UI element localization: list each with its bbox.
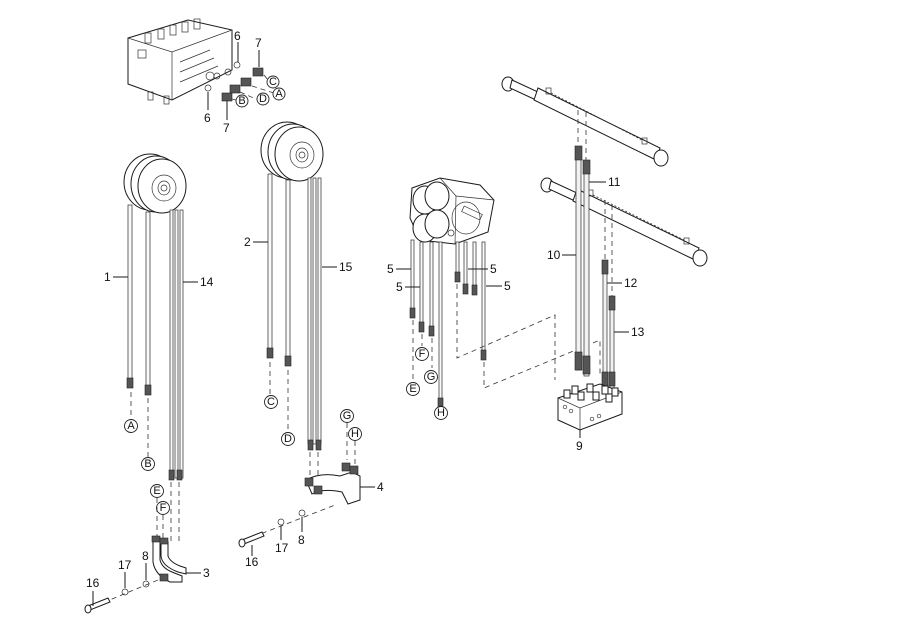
svg-text:E: E (153, 485, 160, 497)
part-label-6-bottom: 6 (204, 111, 211, 125)
svg-text:B: B (238, 95, 245, 107)
part-label-1: 1 (104, 270, 111, 284)
marker-A-top: A (272, 87, 286, 101)
marker-C: C (264, 395, 278, 409)
part-label-16-right: 16 (245, 555, 259, 569)
quad-reel-unit: 5 5 5 5 F G E H (387, 177, 601, 420)
part-label-6-top: 6 (234, 29, 241, 43)
part-label-7-top: 7 (255, 36, 262, 50)
svg-text:H: H (351, 428, 359, 440)
manifold-block: 9 (557, 383, 623, 453)
marker-E-left: E (150, 484, 164, 498)
marker-B-top: B (235, 94, 249, 108)
part-label-17-left: 17 (118, 558, 132, 572)
svg-text:F: F (160, 502, 167, 514)
svg-text:H: H (437, 407, 445, 419)
part-label-13: 13 (631, 325, 645, 339)
svg-text:C: C (267, 396, 275, 408)
part-label-4: 4 (377, 480, 384, 494)
svg-text:D: D (259, 93, 267, 105)
part-label-12: 12 (624, 276, 638, 290)
svg-text:B: B (144, 458, 151, 470)
marker-D-top: D (256, 92, 270, 106)
cylinder-lower (540, 177, 708, 267)
marker-G-bracket: G (340, 409, 354, 423)
control-valve-block: 6 7 6 7 C A B D (127, 18, 286, 135)
part-label-14: 14 (200, 275, 214, 289)
cylinder-upper (501, 76, 669, 167)
part-label-10: 10 (547, 248, 561, 262)
marker-H-reel: H (434, 406, 448, 420)
svg-text:G: G (343, 410, 352, 422)
pipe-bracket-left: E F 3 8 17 16 (84, 484, 210, 614)
part-label-9: 9 (576, 439, 583, 453)
part-label-5-a: 5 (387, 262, 394, 276)
marker-G-reel: G (424, 370, 438, 384)
part-label-8-right: 8 (298, 533, 305, 547)
marker-H-bracket: H (348, 427, 362, 441)
marker-E-reel: E (406, 382, 420, 396)
part-label-3: 3 (203, 566, 210, 580)
svg-text:G: G (427, 371, 436, 383)
marker-D: D (281, 432, 295, 446)
hydraulic-cylinders: 11 10 12 13 (501, 76, 708, 389)
marker-F-reel: F (415, 347, 429, 361)
marker-A: A (124, 419, 138, 433)
svg-text:A: A (275, 88, 283, 100)
svg-text:C: C (269, 76, 277, 88)
hose-reel-left: 1 14 A B (104, 153, 214, 545)
part-label-17-right: 17 (275, 541, 289, 555)
part-label-15: 15 (339, 260, 353, 274)
svg-text:E: E (409, 383, 416, 395)
part-label-5-b: 5 (396, 280, 403, 294)
marker-F-left: F (156, 501, 170, 515)
part-label-16-left: 16 (86, 576, 100, 590)
part-label-11: 11 (608, 175, 621, 189)
part-label-5-c: 5 (490, 262, 497, 276)
svg-text:A: A (127, 420, 135, 432)
part-label-5-d: 5 (504, 279, 511, 293)
part-label-2: 2 (244, 235, 251, 249)
marker-B: B (141, 457, 155, 471)
part-label-8-left: 8 (142, 549, 149, 563)
part-label-7-bottom: 7 (223, 121, 230, 135)
svg-text:D: D (284, 433, 292, 445)
svg-text:F: F (419, 348, 426, 360)
marker-C-top: C (266, 75, 280, 89)
hose-reel-middle: 2 15 C D (244, 121, 353, 482)
pipe-bracket-right: G H 4 8 17 16 (238, 409, 384, 569)
